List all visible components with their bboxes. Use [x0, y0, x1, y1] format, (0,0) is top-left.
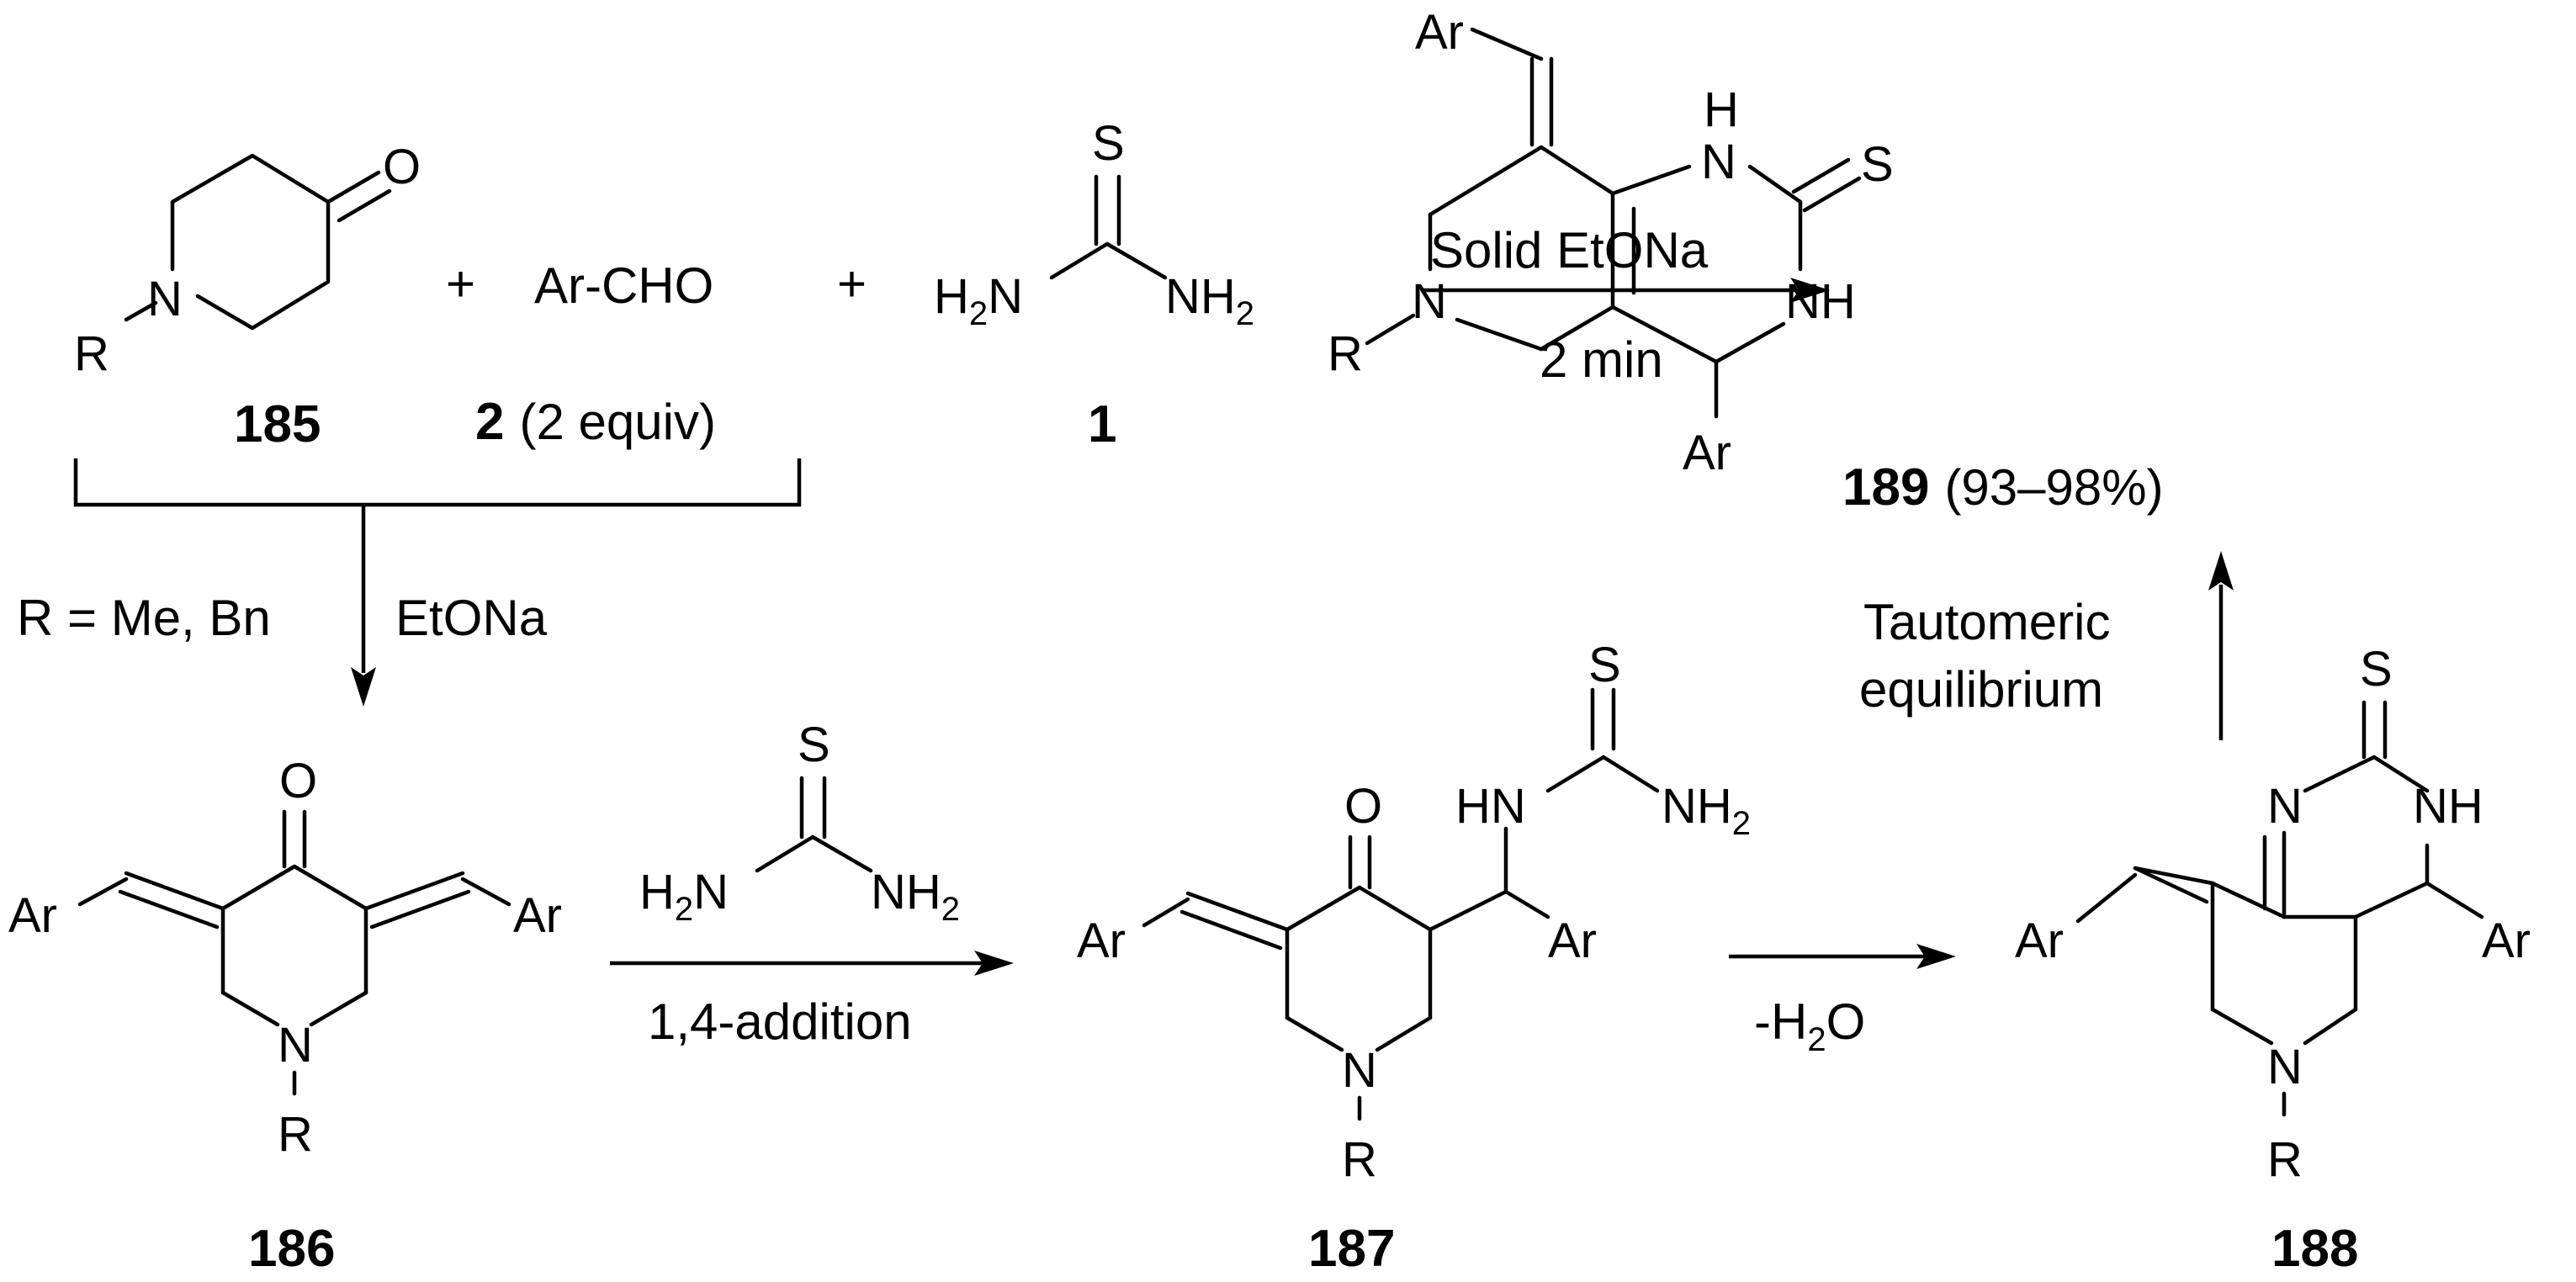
left-ar-188: Ar [2015, 914, 2064, 968]
n-imine-188: N [2267, 779, 2303, 834]
n3-nh: NH [1785, 274, 1856, 329]
condition-minus-h2o: -H2O [1754, 993, 1865, 1058]
ketone-oxygen: O [383, 140, 421, 194]
compound-185-structure: O N R [74, 140, 421, 381]
left-ar-187: Ar [1077, 914, 1126, 968]
ketone-oxygen-187: O [1344, 779, 1382, 834]
compound-label-2: 2(2 equiv) [475, 393, 716, 451]
n1-hydrogen: H [1704, 82, 1739, 137]
condition-equilibrium: equilibrium [1859, 661, 2103, 718]
ketone-oxygen-186: O [279, 754, 317, 808]
c4-ar: Ar [1683, 426, 1731, 480]
n1-nitrogen: N [1701, 135, 1736, 189]
sulfur-188: S [2360, 642, 2393, 697]
r-substituent-187: R [1342, 1132, 1377, 1187]
compound-187-structure: O Ar Ar HN S NH2 N R [1077, 638, 1751, 1187]
thiourea-nh2-right: NH2 [1165, 269, 1254, 332]
compound-label-188: 188 [2271, 1220, 2358, 1278]
thiourea-reagent-arrow: S H2N NH2 [610, 718, 1014, 976]
hn-187: HN [1455, 779, 1526, 834]
r-substituent-186: R [278, 1107, 313, 1162]
aldehyde-ar-cho: Ar-CHO [534, 257, 713, 314]
left-ar-186: Ar [8, 888, 57, 943]
compound-label-1: 1 [1088, 395, 1116, 453]
ring-nitrogen-186: N [278, 1018, 313, 1073]
compound-label-187: 187 [1308, 1220, 1395, 1278]
tautomeric-arrow [2208, 551, 2234, 740]
vinyl-ar: Ar [1415, 5, 1464, 60]
right-ar-188: Ar [2482, 914, 2531, 968]
thione-sulfur: S [1861, 137, 1894, 192]
condition-r-groups: R = Me, Bn [17, 590, 271, 646]
nh2-187: NH2 [1662, 779, 1751, 842]
right-ar-186: Ar [513, 888, 562, 943]
dehydration-arrow [1729, 944, 1956, 969]
compound-label-186: 186 [248, 1220, 335, 1278]
compound-189-structure: Ar H N S NH N R Ar [1328, 5, 1894, 480]
bracket-down-arrow [73, 458, 802, 707]
condition-etona: EtONa [395, 590, 548, 646]
plus-sign-1: + [446, 256, 475, 312]
compound-186-structure: O Ar Ar N R [8, 754, 562, 1162]
reagent-nh2-right: NH2 [871, 865, 960, 928]
thiourea-h2n-left: H2N [934, 269, 1023, 332]
ring-nitrogen-187: N [1342, 1043, 1377, 1098]
ring-nitrogen-188: N [2267, 1040, 2303, 1094]
condition-solid-etona: Solid EtONa [1430, 222, 1709, 278]
plus-sign-2: + [837, 256, 867, 312]
n-r-substituent: R [1328, 326, 1363, 381]
compound-1-structure: S H2N NH2 [934, 116, 1254, 332]
reagent-h2n-left: H2N [639, 865, 729, 928]
right-ar-187: Ar [1548, 914, 1597, 968]
compound-188-structure: S N NH Ar Ar N R [2015, 642, 2531, 1187]
sulfur-187: S [1588, 638, 1621, 692]
thiourea-sulfur: S [1092, 116, 1125, 171]
condition-1-4-addition: 1,4-addition [648, 993, 912, 1050]
top-reaction-arrow [1422, 278, 1830, 303]
reagent-sulfur: S [798, 718, 830, 772]
condition-tautomeric: Tautomeric [1863, 594, 2110, 650]
nh-188: NH [2413, 779, 2483, 834]
r-substituent: R [74, 326, 109, 381]
condition-2-min: 2 min [1540, 331, 1663, 388]
ring-nitrogen: N [147, 272, 183, 326]
r-substituent-188: R [2267, 1132, 2303, 1187]
piperidine-nitrogen: N [1412, 274, 1447, 329]
compound-label-189: 189(93–98%) [1842, 458, 2164, 517]
compound-label-185: 185 [234, 395, 321, 453]
